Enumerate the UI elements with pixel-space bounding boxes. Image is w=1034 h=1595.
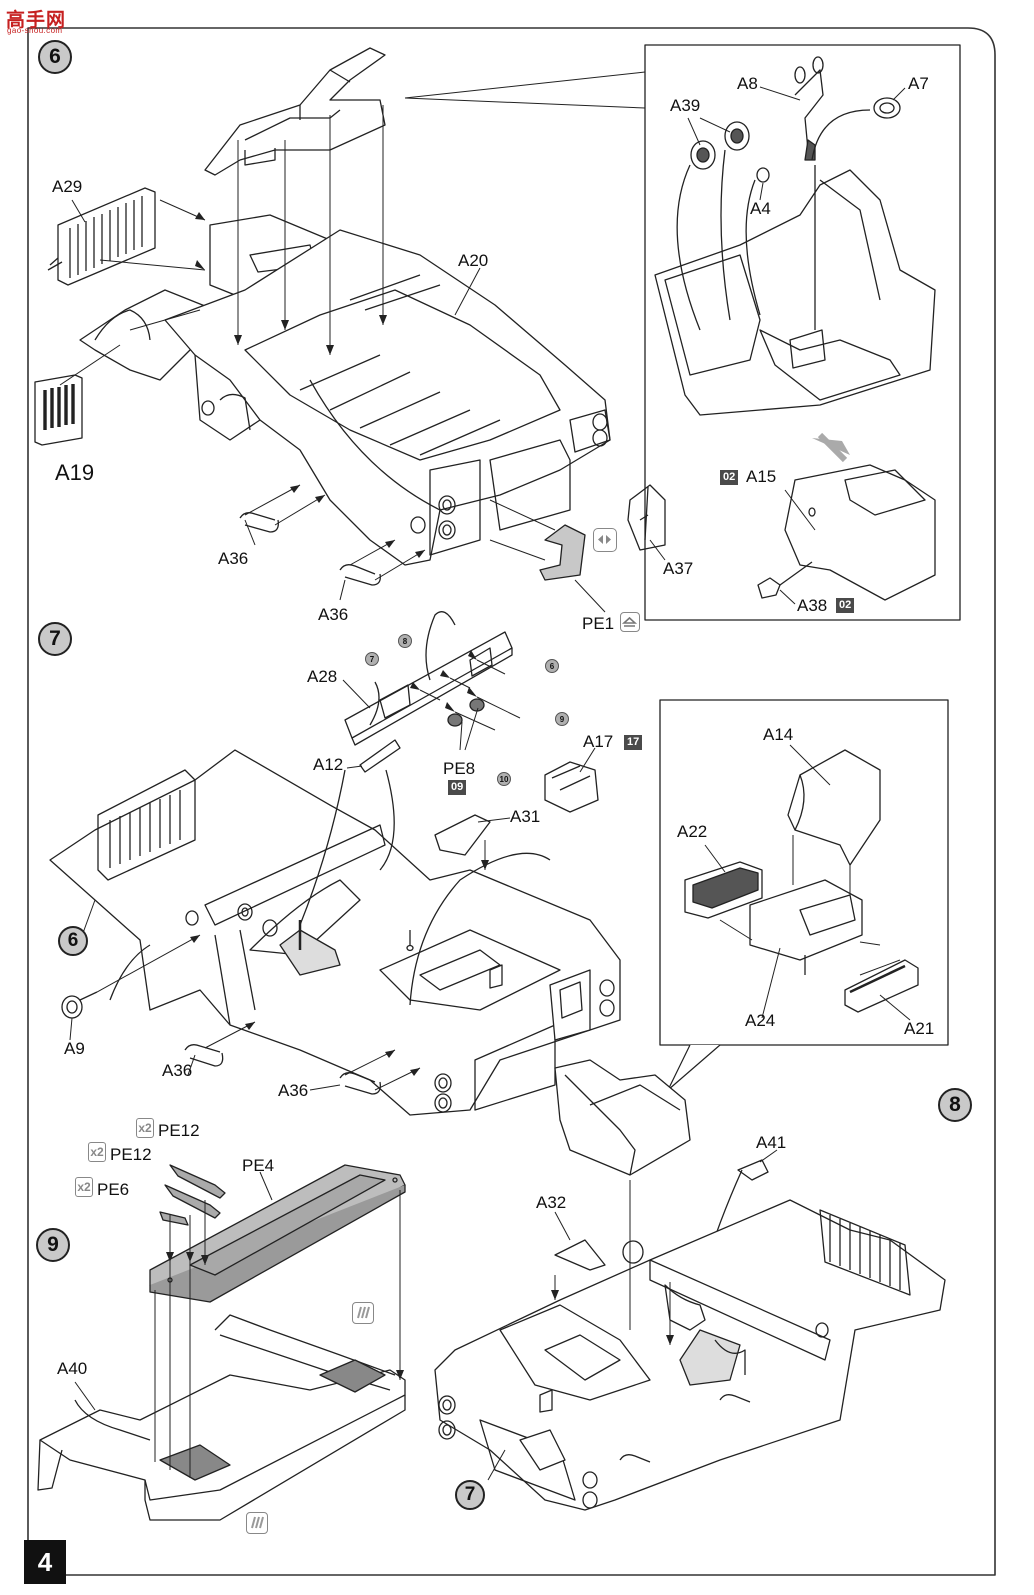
- label-a36-lower: A36: [318, 605, 349, 624]
- flip-part-icon: [593, 528, 617, 552]
- photo-etch-icon: [620, 612, 640, 632]
- label-a15: A15: [746, 467, 777, 486]
- step-7-ref-6: 6: [58, 926, 88, 956]
- label-a22: A22: [677, 822, 708, 841]
- label-a38: A38: [797, 596, 828, 615]
- color-callout-02-a38: 02: [836, 598, 855, 613]
- label-a24: A24: [745, 1011, 776, 1030]
- label-a7: A7: [908, 74, 929, 93]
- label-a9: A9: [64, 1039, 85, 1058]
- paint-ref-7: 7: [365, 652, 379, 666]
- paint-ref-10: 10: [497, 772, 511, 786]
- step8-detail-drawing: [684, 749, 919, 1013]
- label-a36-step7-right: A36: [278, 1081, 309, 1100]
- step-9-marker: 9: [36, 1228, 70, 1262]
- paint-ref-6: 6: [545, 659, 559, 673]
- color-callout-02-a15: 02: [720, 470, 739, 485]
- watermark-logo: 高手网: [6, 10, 67, 31]
- label-a17: A17: [583, 732, 614, 751]
- step-9-ref-7: 7: [455, 1480, 485, 1510]
- label-a19: A19: [55, 460, 95, 485]
- label-pe1: PE1: [582, 614, 615, 633]
- quantity-x2-pe12-top: x2: [136, 1118, 154, 1138]
- label-a36-step7-left: A36: [162, 1061, 193, 1080]
- label-pe8: PE8: [443, 759, 476, 778]
- step9-drawing: [37, 1164, 406, 1521]
- label-a14: A14: [763, 725, 794, 744]
- label-a40: A40: [57, 1359, 88, 1378]
- label-a31: A31: [510, 807, 541, 826]
- watermark-url: gao-shou.com: [7, 26, 63, 35]
- label-a32: A32: [536, 1193, 567, 1212]
- step8-drawing: [434, 1059, 946, 1511]
- label-pe12-top: PE12: [158, 1121, 200, 1140]
- label-a28: A28: [307, 667, 338, 686]
- paint-ref-8: 8: [398, 634, 412, 648]
- label-a21: A21: [904, 1019, 935, 1038]
- paint-ref-9: 9: [555, 712, 569, 726]
- label-a39: A39: [670, 96, 701, 115]
- quantity-x2-pe6: x2: [75, 1177, 93, 1197]
- label-a37: A37: [663, 559, 694, 578]
- label-pe12-bottom: PE12: [110, 1145, 152, 1164]
- color-callout-17: 17: [624, 735, 643, 750]
- step8-detail-frame: [659, 699, 949, 1046]
- step-6-marker: 6: [38, 40, 72, 74]
- step6-drawing: [34, 47, 666, 586]
- glue-icon-top: [352, 1302, 374, 1324]
- label-pe4: PE4: [242, 1156, 275, 1175]
- label-a36-upper: A36: [218, 549, 249, 568]
- label-a20: A20: [458, 251, 489, 270]
- step7-drawing: [49, 611, 621, 1116]
- label-a12: A12: [313, 755, 344, 774]
- label-a41: A41: [756, 1133, 787, 1152]
- label-a8: A8: [737, 74, 758, 93]
- step6-detail-drawing: [654, 56, 936, 601]
- label-pe6: PE6: [97, 1180, 130, 1199]
- label-a29: A29: [52, 177, 83, 196]
- color-callout-09: 09: [448, 780, 467, 795]
- step-8-marker: 8: [938, 1088, 972, 1122]
- label-a4: A4: [750, 199, 771, 218]
- quantity-x2-pe12-bottom: x2: [88, 1142, 106, 1162]
- step6-detail-frame: [644, 44, 961, 621]
- step-7-marker: 7: [38, 622, 72, 656]
- glue-icon-bottom: [246, 1512, 268, 1534]
- page-frame: [27, 27, 996, 1576]
- page-number: 4: [24, 1540, 66, 1584]
